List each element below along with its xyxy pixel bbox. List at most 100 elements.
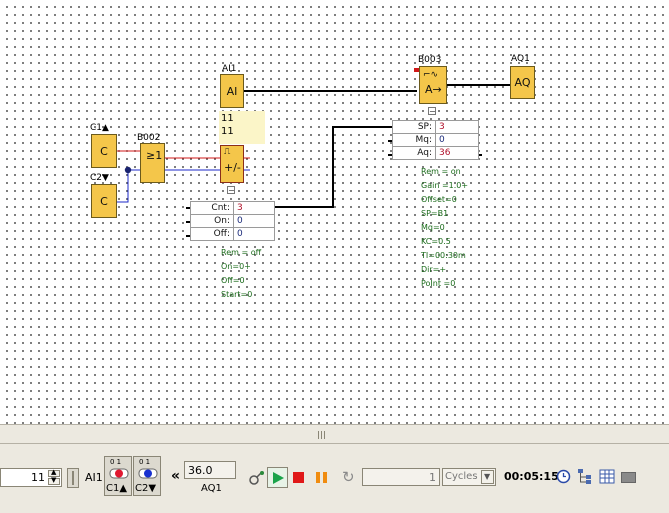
param-row: SP: 3 [392, 120, 479, 134]
param-value[interactable]: 0 [233, 214, 275, 228]
counter-collapse-icon[interactable]: − [227, 186, 235, 195]
wire-counter-out-to-sp [273, 126, 392, 208]
param-line: Mq=0 [421, 223, 445, 232]
param-value[interactable]: 3 [435, 120, 479, 134]
b003-wave-icon: ⌐∿ [423, 70, 439, 80]
b003-param-table: SP: 3 Mq: 0 Aq: 36 [392, 120, 479, 160]
b003-pin-marker [414, 68, 419, 72]
param-line: Dir=+ [421, 265, 447, 274]
diagram-canvas[interactable]: C1▲ C C2▼ C B002 ≥1 AI1 AI 11 11 ⎍ +/- −… [0, 0, 669, 424]
param-line: TI=00:30m [421, 251, 466, 260]
start-simulation-button[interactable] [267, 467, 288, 488]
network-icon[interactable] [577, 468, 593, 485]
ai1-block[interactable]: AI [220, 74, 244, 108]
simulation-time: 00:05:15 [504, 470, 559, 483]
wires-layer [117, 68, 510, 237]
c1-block[interactable]: C [91, 134, 117, 168]
data-table-icon[interactable] [599, 469, 615, 484]
aq1-text: AQ [514, 76, 531, 89]
param-key: Off: [190, 227, 234, 241]
dropdown-button[interactable]: ▼ [481, 470, 494, 484]
updown-counter-block[interactable]: ⎍ +/- [220, 145, 244, 183]
param-row: Aq: 36 [392, 146, 479, 160]
analog-slider-handle[interactable] [67, 468, 79, 488]
collapse-chevron-icon[interactable]: « [171, 468, 181, 484]
b003-param-list: Rem = on Gain =1.0+ Offset=0 SP=B1 Mq=0 … [421, 165, 468, 291]
splitter-grip-icon [318, 431, 326, 439]
c2-block[interactable]: C [91, 184, 117, 218]
param-key: Aq: [392, 146, 436, 160]
param-value[interactable]: 36 [435, 146, 479, 160]
param-row: Off: 0 [190, 227, 275, 241]
param-key: Cnt: [190, 201, 234, 215]
panel-icon[interactable] [621, 472, 636, 483]
ai-value-labels: 11 11 [219, 111, 265, 144]
b002-label: B002 [137, 133, 161, 143]
param-key: SP: [392, 120, 436, 134]
b003-label: B003 [418, 55, 442, 65]
c1-switch-icon [109, 468, 129, 479]
param-value[interactable]: 3 [233, 201, 275, 215]
simulation-toolbar: 11 ▲ ▼ AI1 0 1 C1▲ 0 1 C2▼ « 36.0 AQ1 [0, 444, 669, 513]
aq1-block[interactable]: AQ [510, 66, 535, 99]
c1-switch-label: C1▲ [106, 483, 128, 494]
counter-text: +/- [224, 161, 241, 174]
cycles-input[interactable]: 1 [362, 468, 440, 486]
param-row: On: 0 [190, 214, 275, 228]
cycles-unit: Cycles [445, 471, 478, 482]
spin-down-button[interactable]: ▼ [48, 476, 60, 485]
b002-or-block[interactable]: ≥1 [140, 143, 165, 183]
c1-text: C [100, 144, 108, 158]
pause-icon[interactable] [316, 472, 327, 483]
param-row: Mq: 0 [392, 133, 479, 147]
param-line: SP=B1 [421, 209, 449, 218]
c1-switch-button[interactable]: 0 1 C1▲ [104, 456, 132, 496]
ai-value-label: 11 [221, 113, 234, 124]
spin-up-button[interactable]: ▲ [48, 468, 60, 477]
param-line: Rem = on [421, 167, 461, 176]
c1-bits: 0 1 [110, 458, 122, 466]
b002-text: ≥1 [146, 149, 163, 162]
aq1-label: AQ1 [511, 54, 530, 64]
counter-param-table: Cnt: 3 On: 0 Off: 0 [190, 201, 275, 241]
param-line: Start=0 [221, 290, 253, 299]
c2-switch-button[interactable]: 0 1 C2▼ [133, 456, 161, 496]
param-value[interactable]: 0 [233, 227, 275, 241]
clock-icon[interactable] [556, 469, 571, 484]
param-value[interactable]: 0 [435, 133, 479, 147]
param-line: Gain =1.0+ [421, 181, 469, 190]
cycles-unit-select[interactable]: Cycles ▼ [442, 468, 496, 486]
b003-text: A→ [425, 83, 442, 96]
analog-spin-input[interactable]: 11 ▲ ▼ [0, 468, 62, 487]
c2-switch-label: C2▼ [135, 483, 157, 494]
slider-grip-icon [72, 471, 74, 485]
param-line: On=0+ [221, 262, 251, 271]
panel-splitter[interactable] [0, 424, 669, 444]
cycles-value: 1 [429, 471, 436, 484]
chevron-down-icon: ▼ [484, 472, 491, 481]
b003-block[interactable]: ⌐∿ A→ [419, 66, 447, 104]
aq1-value-display: 36.0 [184, 461, 236, 479]
c2-switch-icon [138, 468, 158, 479]
ai-value-label: 11 [221, 126, 234, 137]
param-line: Rem = off [221, 248, 262, 257]
ai1-text: AI [226, 84, 238, 98]
counter-param-list: Rem = off On=0+ Off=0 Start=0 [221, 246, 261, 302]
c1-label: C1▲ [90, 123, 109, 133]
spin-up-icon: ▲ [51, 468, 57, 476]
aq1-toolbar-label: AQ1 [201, 483, 222, 494]
wire-c2-to-or [117, 169, 140, 203]
param-key: On: [190, 214, 234, 228]
reset-icon[interactable]: ↻ [342, 468, 355, 486]
connect-icon[interactable] [248, 469, 266, 487]
b003-collapse-icon[interactable]: − [428, 107, 436, 116]
param-line: KC=0.5 [421, 237, 451, 246]
spin-down-icon: ▼ [51, 476, 57, 484]
stop-icon[interactable] [293, 472, 304, 483]
param-line: Off=0 [221, 276, 245, 285]
ai1-toolbar-label: AI1 [85, 471, 103, 484]
param-key: Mq: [392, 133, 436, 147]
counter-edge-icon: ⎍ [224, 147, 231, 157]
c2-bits: 0 1 [139, 458, 151, 466]
wire-junction [124, 166, 132, 174]
